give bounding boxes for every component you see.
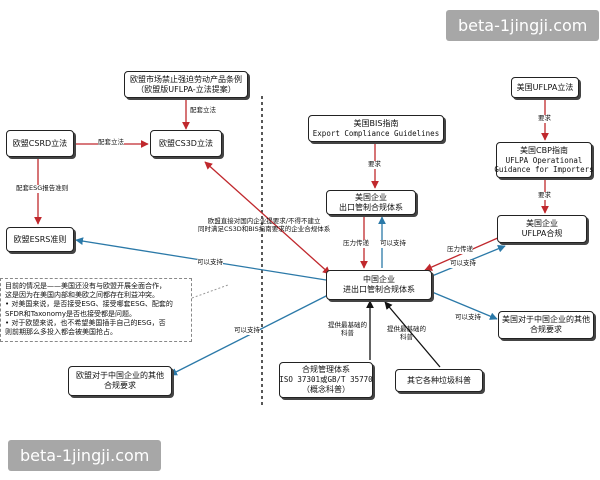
node-eu-other-req: 欧盟对于中国企业的其他 合规要求 <box>68 366 172 396</box>
node-eu-flpa: 欧盟市场禁止强迫劳动产品条例 （欧盟版UFLPA-立法提案） <box>124 71 248 98</box>
node-eu-cs3d: 欧盟CS3D立法 <box>150 130 222 157</box>
label-require-uflpa: 要求 <box>538 114 551 123</box>
edge-cnfirm-to-us-other-support <box>431 291 498 320</box>
label-support-flpa-cs3d: 配套立法 <box>190 106 216 114</box>
label-support-eu-other: 可以支持 <box>234 326 260 335</box>
label-cs3d-note: 欧盟直接对国内企业提要求/不得不建立 同时满足CS3D和BIS指南要求的企业合规… <box>198 217 331 233</box>
label-support-csrd-cs3d: 配套立法 <box>98 138 124 147</box>
node-cn-firm: 中国企业 进出口管制合规体系 <box>326 270 432 300</box>
node-us-cbp: 美国CBP指南 UFLPA Operational Guidance for I… <box>494 142 594 178</box>
label-support-right: 可以支持 <box>450 259 476 268</box>
node-us-firm-uflpa: 美国企业 UFLPA合规 <box>497 215 587 243</box>
label-support-esrs: 可以支持 <box>197 258 223 267</box>
label-pressure-right: 压力传递 <box>447 245 473 254</box>
label-basic-right: 提供最基础的 科普 <box>387 325 426 341</box>
node-us-firm-export: 美国企业 出口管制合规体系 <box>326 190 416 215</box>
node-mgmt-system: 合规管理体系 ISO 37301或GB/T 35770 （概念科普） <box>279 362 373 398</box>
node-us-uflpa: 美国UFLPA立法 <box>511 77 579 98</box>
note-leader-line <box>191 284 229 299</box>
node-us-bis: 美国BIS指南 Export Compliance Guidelines <box>308 115 444 142</box>
watermark-top: beta-1jingji.com <box>446 10 600 41</box>
label-support-us-other: 可以支持 <box>455 313 481 322</box>
label-support-esg: 配套ESG报告准则 <box>16 184 69 193</box>
node-us-other-req: 美国对于中国企业的其他 合规要求 <box>498 311 594 339</box>
edge-cs3d-to-cnfirm <box>204 161 331 275</box>
note-box: 目前的情况是——美国还没有与欧盟开展全面合作， 这是因为在美国内部和美欧之间都存… <box>0 278 192 342</box>
watermark-bottom: beta-1jingji.com <box>8 440 162 471</box>
label-require-cbp: 要求 <box>538 191 551 200</box>
node-other-science: 其它各种垃圾科普 <box>395 369 483 392</box>
node-eu-csrd: 欧盟CSRD立法 <box>6 130 74 157</box>
node-eu-esrs: 欧盟ESRS准则 <box>6 227 74 252</box>
edge-other-science-to-cnfirm <box>384 301 441 368</box>
label-require-bis: 要求 <box>368 160 381 169</box>
label-support-left: 可以支持 <box>380 239 406 248</box>
label-basic-left: 提供最基础的 科普 <box>328 321 367 337</box>
label-pressure-left: 压力传递 <box>343 239 369 248</box>
